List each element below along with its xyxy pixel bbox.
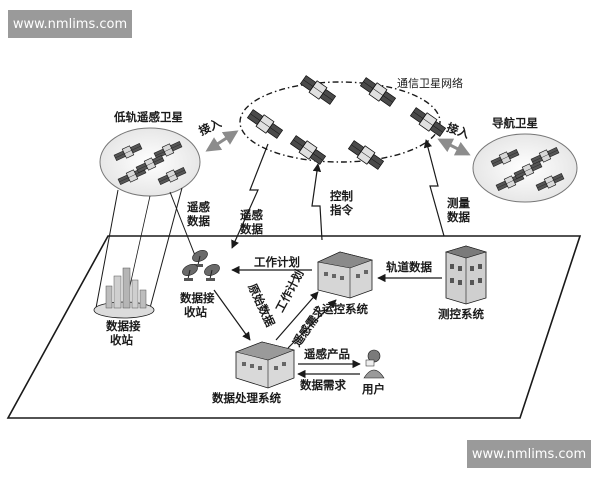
label-remote-data-2a: 遥感	[240, 208, 263, 222]
user-icon	[363, 349, 385, 379]
label-ground-station-line2: 收站	[110, 333, 133, 347]
data-processing-building	[235, 341, 295, 389]
arrow-remote-demand	[287, 299, 337, 349]
access-arrow-right	[437, 138, 471, 156]
label-control-cmd-b: 指令	[330, 203, 353, 217]
tracking-system-building	[444, 245, 488, 305]
label-work-plan-top: 工作计划	[254, 255, 300, 269]
label-access-right: 接入	[445, 120, 472, 141]
arrow-work-plan-diag	[275, 291, 319, 341]
label-measure-data-a: 测量	[447, 196, 470, 210]
arrow-raw-data	[213, 289, 251, 341]
label-remote-data-1a: 遥感	[187, 200, 210, 214]
label-data-processing: 数据处理系统	[212, 391, 281, 405]
bolt-control-cmd	[311, 163, 323, 241]
comm-satellite-2	[358, 75, 398, 109]
label-receive-station-line2: 收站	[184, 305, 207, 319]
comm-network-orbit	[239, 81, 441, 163]
receive-station-dishes	[180, 247, 222, 282]
watermark-top: www.nmlims.com	[8, 10, 132, 38]
comm-satellite-4	[288, 133, 328, 167]
bolt-measure-data	[423, 139, 445, 237]
label-comm-network: 通信卫星网络	[397, 76, 463, 90]
watermark-bottom: www.nmlims.com	[467, 440, 591, 468]
access-arrow-left	[205, 130, 239, 152]
label-remote-product: 遥感产品	[304, 347, 350, 361]
label-remote-data-1b: 数据	[187, 214, 210, 228]
label-user: 用户	[361, 382, 385, 396]
label-tracking-system: 测控系统	[438, 307, 484, 321]
ground-receive-station-icon	[93, 267, 155, 319]
ops-system-building	[317, 251, 374, 299]
ground-plane	[6, 235, 582, 419]
comm-satellite-5	[346, 138, 386, 172]
label-receive-station-line1: 数据接	[180, 291, 215, 305]
comm-satellite-6	[408, 105, 448, 139]
label-data-demand: 数据需求	[300, 378, 346, 392]
label-measure-data-b: 数据	[447, 210, 470, 224]
label-orbit-data: 轨道数据	[386, 260, 432, 274]
cone-right	[149, 187, 183, 309]
cone-left	[95, 189, 119, 309]
label-remote-data-2b: 数据	[240, 222, 263, 236]
label-ops-system: 运控系统	[322, 302, 368, 316]
label-control-cmd-a: 控制	[330, 189, 353, 203]
comm-satellite-3	[245, 107, 285, 141]
leo-to-dish-link	[169, 191, 197, 259]
bolt-remote-data-2	[231, 143, 269, 249]
label-work-plan-diag: 工作计划	[273, 267, 307, 314]
label-remote-demand: 遥感需求	[290, 303, 328, 349]
label-navigation: 导航卫星	[492, 116, 538, 130]
label-access-left: 接入	[197, 115, 224, 138]
label-leo-remote-sensing: 低轨遥感卫星	[113, 110, 183, 124]
label-ground-station-line1: 数据接	[106, 319, 141, 333]
comm-satellite-1	[298, 73, 338, 107]
